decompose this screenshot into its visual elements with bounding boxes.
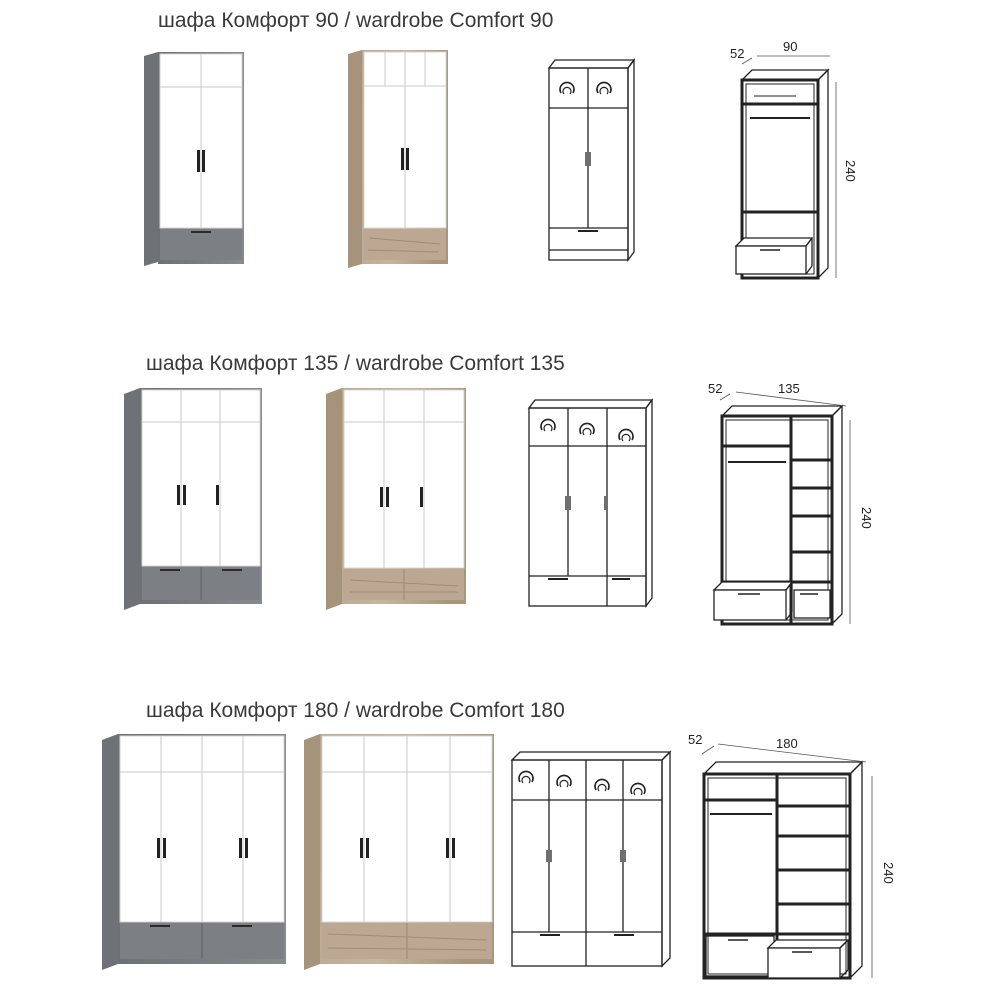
depth-label-135: 52 [708, 381, 722, 396]
height-label-90: 240 [843, 160, 858, 182]
wardrobe-135-oak [326, 388, 466, 610]
wardrobe-90-oak [348, 50, 448, 268]
section-title-180: шафа Комфорт 180 / wardrobe Comfort 180 [146, 699, 565, 722]
dimensions-90 [741, 55, 837, 278]
width-label-90: 90 [783, 39, 797, 54]
width-label-135: 135 [778, 381, 800, 396]
depth-label-90: 52 [730, 46, 744, 61]
wardrobe-180-oak [304, 734, 494, 970]
dimensions-180 [701, 743, 873, 978]
section-title-90: шафа Комфорт 90 / wardrobe Comfort 90 [158, 9, 554, 32]
wardrobe-180-graphite [102, 734, 286, 970]
wardrobe-180-front-drawing [510, 750, 672, 968]
height-label-135: 240 [859, 507, 874, 529]
height-label-180: 240 [881, 862, 896, 884]
wardrobe-90-graphite [144, 52, 244, 266]
depth-label-180: 52 [688, 732, 702, 747]
wardrobe-135-interior-drawing [712, 404, 844, 626]
wardrobe-90-interior-drawing [734, 68, 830, 280]
wardrobe-135-graphite [124, 388, 262, 610]
wardrobe-180-interior-drawing [702, 760, 864, 980]
wardrobe-90-front-drawing [547, 58, 636, 262]
width-label-180: 180 [776, 736, 798, 751]
wardrobe-135-front-drawing [527, 398, 654, 608]
section-title-135: шафа Комфорт 135 / wardrobe Comfort 135 [146, 352, 565, 375]
dimensions-135 [719, 391, 851, 624]
